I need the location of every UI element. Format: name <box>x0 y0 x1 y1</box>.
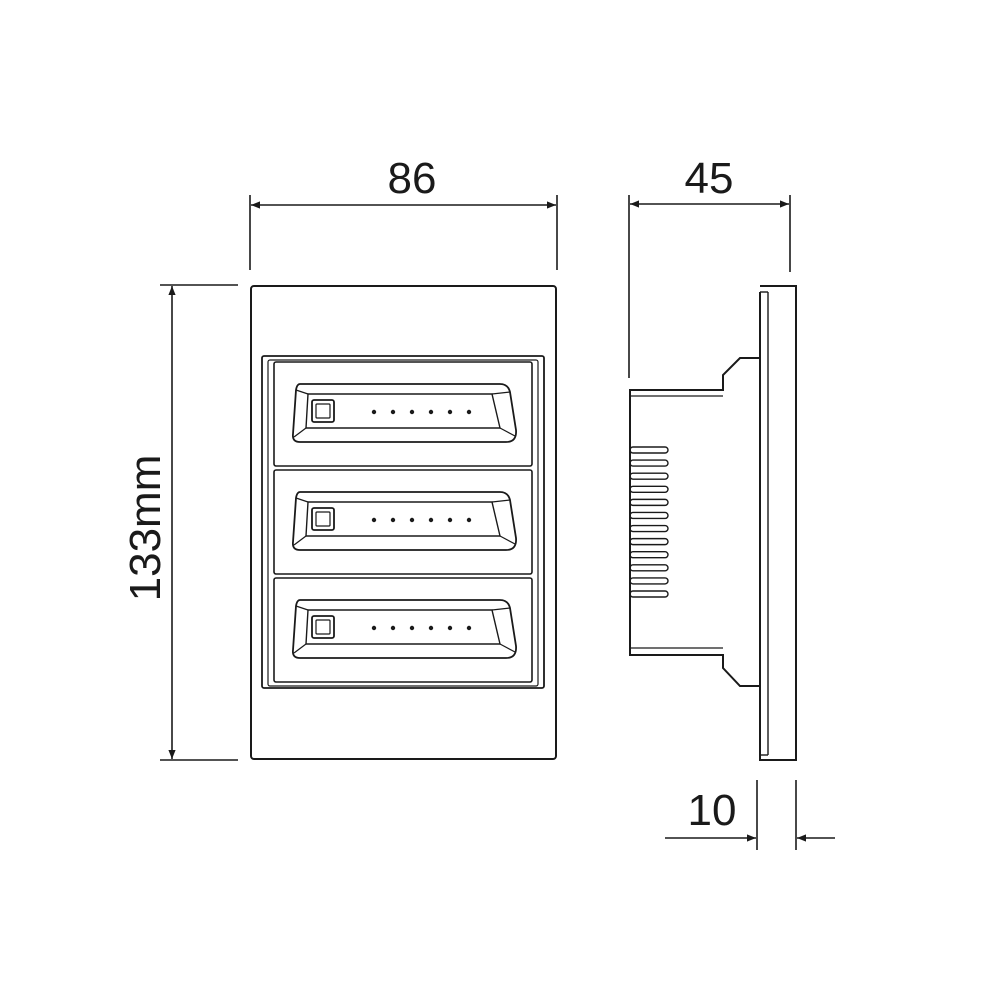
rocker-bevel <box>295 497 309 503</box>
vent-fin <box>629 577 669 585</box>
vent-fin <box>629 498 669 507</box>
indicator-dot <box>466 409 472 415</box>
indicator-dot <box>447 517 453 523</box>
switch-frame-outer <box>261 355 545 689</box>
indicator-dot <box>390 517 396 523</box>
indicator-dot <box>466 625 472 631</box>
indicator-square-inner <box>315 403 331 419</box>
indicator-dot <box>428 409 434 415</box>
face-plate <box>250 285 557 760</box>
rocker-bevel <box>499 535 516 545</box>
vent-fin <box>629 564 669 572</box>
plate-depth-dimension <box>665 780 835 850</box>
rocker-outline <box>291 491 517 551</box>
indicator-dot <box>447 409 453 415</box>
indicator-dot <box>447 625 453 631</box>
vent-fins <box>629 446 669 598</box>
indicator-dot <box>371 409 377 415</box>
vent-fin <box>629 537 669 546</box>
height-label: 133mm <box>121 455 170 602</box>
indicator-square-inner <box>315 511 331 527</box>
width-dimension <box>249 195 558 270</box>
height-dimension <box>160 284 238 761</box>
plate-depth-label: 10 <box>688 786 737 835</box>
rocker-bevel <box>293 535 307 546</box>
vent-fin <box>629 446 669 454</box>
depth-label: 45 <box>685 154 734 203</box>
indicator-dot <box>409 517 415 523</box>
depth-dimension <box>628 195 791 378</box>
rocker-bevel <box>295 389 309 395</box>
indicator-square <box>311 399 335 423</box>
vent-fin <box>629 472 669 480</box>
rocker-bevel <box>491 499 511 503</box>
switch-key <box>273 361 533 467</box>
switch-key <box>273 577 533 683</box>
vent-fin <box>629 524 669 533</box>
switch-frame-inner <box>267 359 539 687</box>
switch-module <box>273 577 533 683</box>
side-plate-profile <box>759 285 797 761</box>
rocker-bevel <box>499 427 516 437</box>
indicator-dot <box>390 409 396 415</box>
rocker-bevel <box>491 391 511 395</box>
rocker-outline <box>291 599 517 659</box>
vent-fin <box>629 485 669 493</box>
rocker-bevel <box>499 643 516 653</box>
vent-fin <box>629 511 669 520</box>
indicator-dot <box>371 625 377 631</box>
switch-module <box>273 361 533 467</box>
rocker-bevel <box>293 427 307 438</box>
rocker-bevel <box>491 607 511 611</box>
switch-key <box>273 469 533 575</box>
indicator-dot <box>466 517 472 523</box>
vent-fin <box>629 590 669 598</box>
switch-module <box>273 469 533 575</box>
rocker-bevel <box>295 605 309 611</box>
indicator-dot <box>409 409 415 415</box>
rocker-bevel <box>293 643 307 654</box>
rocker-outline <box>291 383 517 443</box>
vent-fin <box>629 459 669 467</box>
indicator-dot <box>409 625 415 631</box>
indicator-square <box>311 507 335 531</box>
indicator-dot <box>390 625 396 631</box>
indicator-dot <box>428 517 434 523</box>
vent-fin <box>629 551 669 559</box>
width-label: 86 <box>388 154 437 203</box>
switch-modules <box>273 361 533 683</box>
indicator-dot <box>428 625 434 631</box>
indicator-square-inner <box>315 619 331 635</box>
front-view <box>250 285 557 760</box>
indicator-dot <box>371 517 377 523</box>
indicator-square <box>311 615 335 639</box>
side-view <box>629 285 797 761</box>
side-body-profile <box>629 357 760 687</box>
